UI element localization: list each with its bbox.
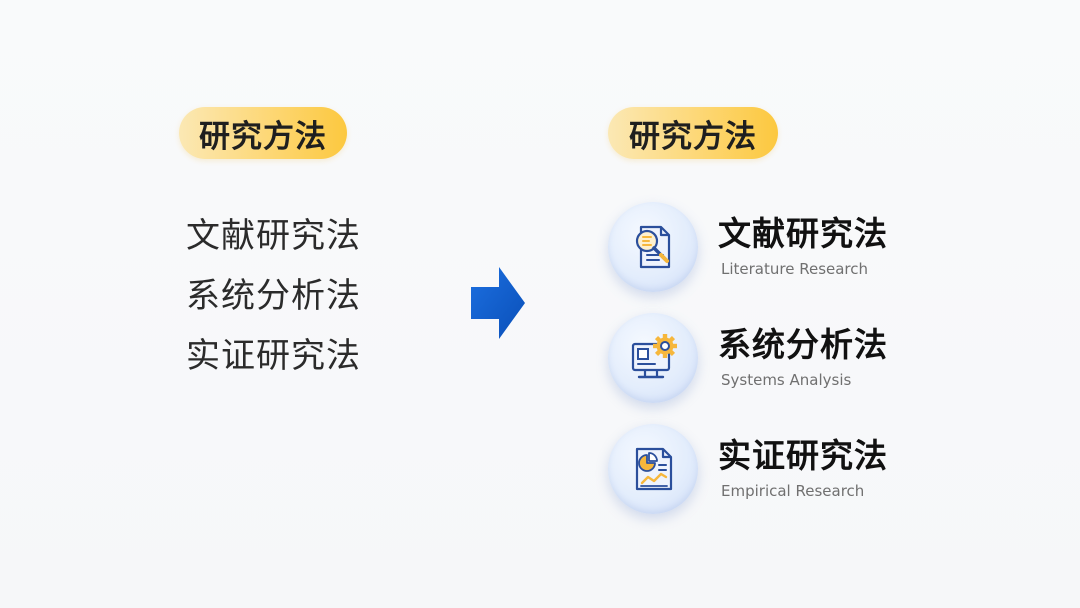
method-title: 实证研究法 <box>718 436 888 475</box>
method-subtitle: Empirical Research <box>721 482 865 500</box>
method-title: 文献研究法 <box>718 214 888 253</box>
left-list-item: 系统分析法 <box>186 276 361 316</box>
method-subtitle: Systems Analysis <box>721 371 852 389</box>
right-heading: 研究方法 <box>629 118 757 155</box>
left-method-list: 文献研究法 系统分析法 实证研究法 <box>186 206 361 386</box>
right-arrow-icon <box>471 267 525 339</box>
icon-circle <box>608 424 698 514</box>
method-item-literature: 文献研究法 Literature Research <box>608 202 928 294</box>
left-heading-pill: 研究方法 <box>179 107 347 159</box>
monitor-gear-icon <box>631 334 677 379</box>
icon-circle <box>608 313 698 403</box>
method-title: 系统分析法 <box>718 325 888 364</box>
left-list-item: 实证研究法 <box>186 336 361 376</box>
report-chart-icon <box>635 447 673 491</box>
method-subtitle: Literature Research <box>721 260 869 278</box>
left-list-item: 文献研究法 <box>186 216 361 256</box>
right-heading-pill: 研究方法 <box>608 107 778 159</box>
method-item-empirical: 实证研究法 Empirical Research <box>608 424 928 516</box>
icon-circle <box>608 202 698 292</box>
document-magnifier-icon <box>635 225 671 269</box>
method-item-systems: 系统分析法 Systems Analysis <box>608 313 928 405</box>
left-heading: 研究方法 <box>199 118 327 155</box>
